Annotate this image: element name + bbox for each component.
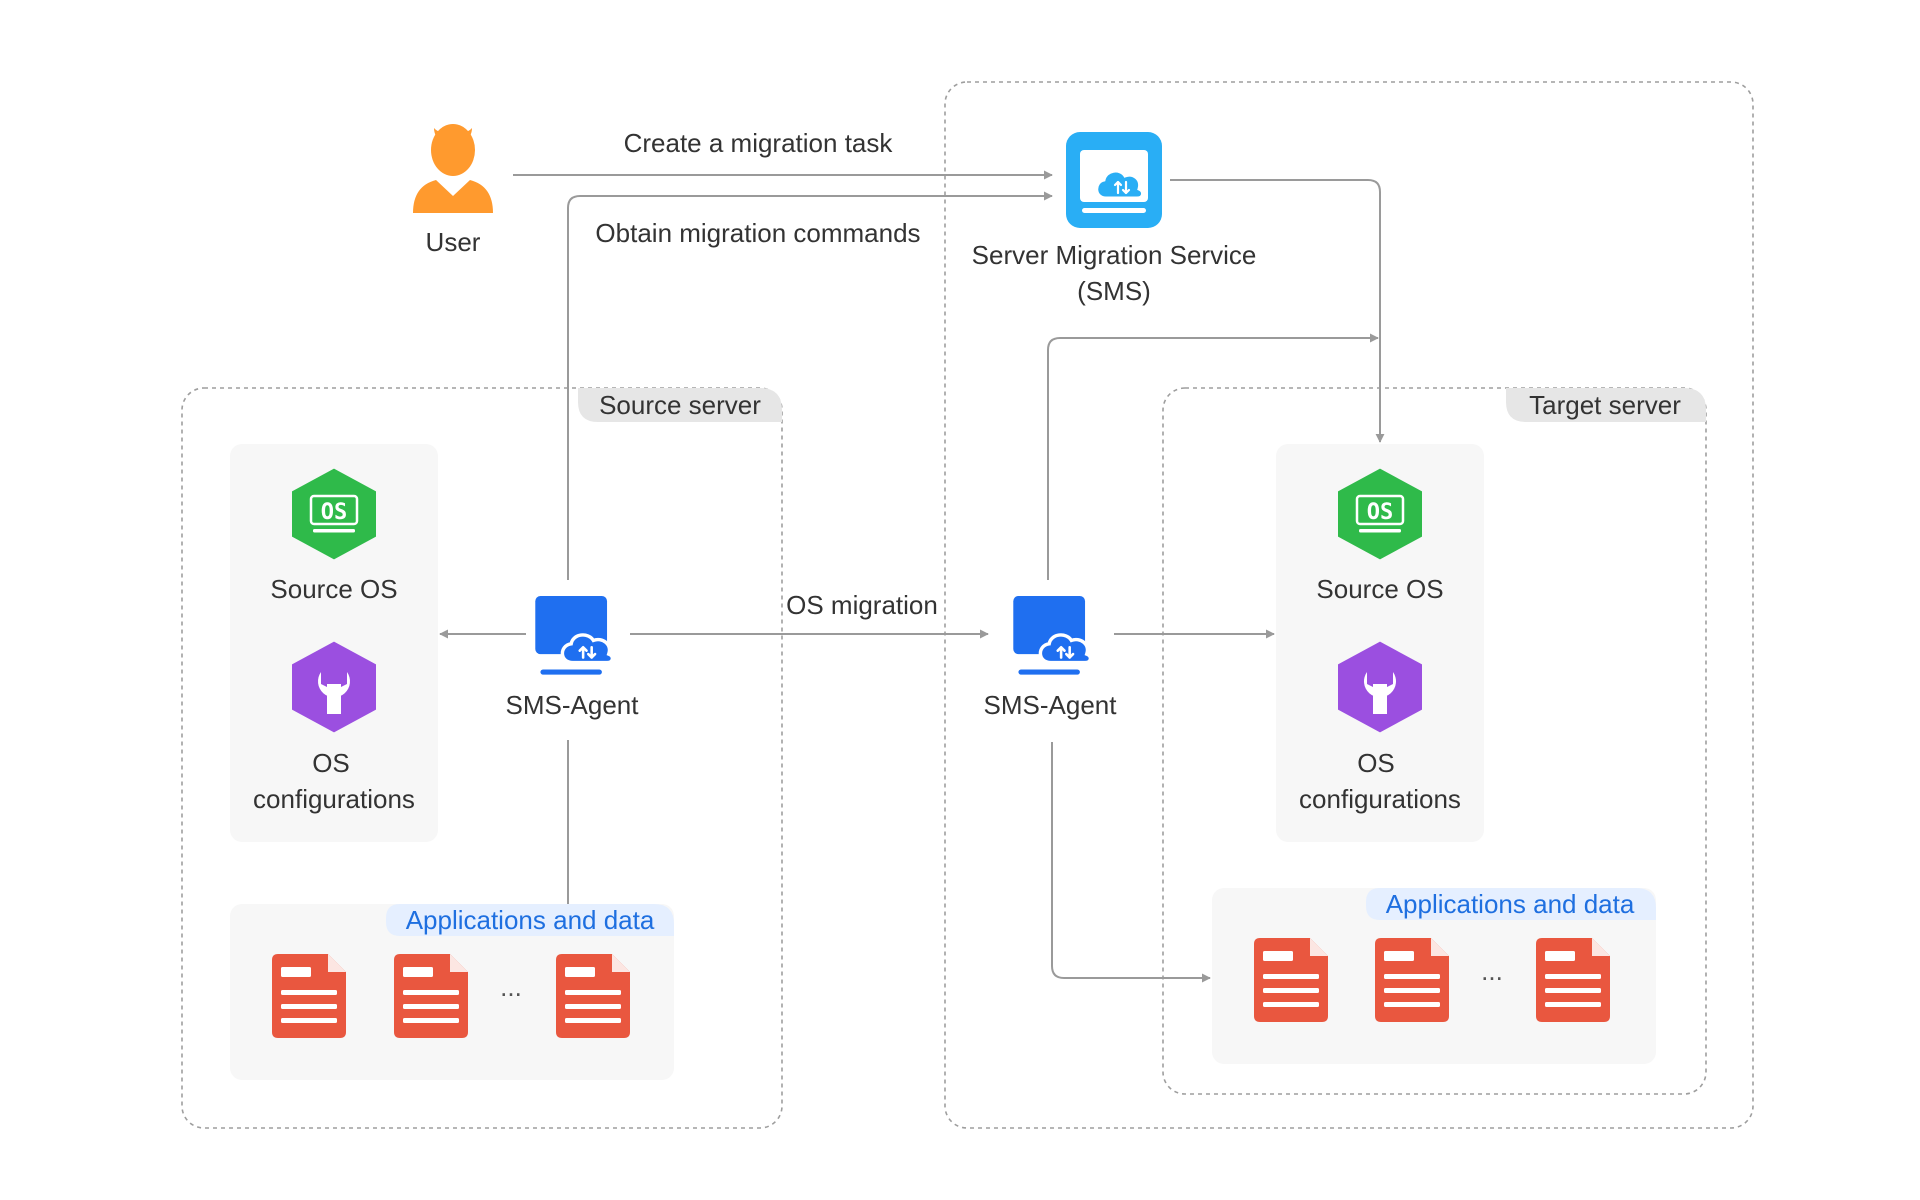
file-icon [394,954,468,1038]
os-icon: OS [292,468,376,560]
target-apps-group: Applications and data ... [1254,888,1656,1022]
edge-label-os-migration: OS migration [786,590,938,620]
source-apps-title: Applications and data [406,905,655,935]
file-icon [1536,938,1610,1022]
file-icon [272,954,346,1038]
svg-text:OS: OS [1367,500,1394,525]
file-icon [1375,938,1449,1022]
source-apps-ellipsis: ... [500,972,522,1002]
source-server-container: Source server [181,387,783,1129]
edge-target-agent-sms [1047,333,1379,580]
target-os-label: Source OS [1316,574,1443,604]
wrench-icon [1338,641,1422,733]
edge-obtain-commands [567,191,1053,580]
sms-node: Server Migration Service (SMS) [972,132,1257,306]
user-label: User [426,227,481,257]
target-apps-ellipsis: ... [1481,956,1503,986]
target-apps-tag [1366,888,1656,920]
edge-label-obtain-commands: Obtain migration commands [595,218,920,248]
target-config-label-line1: OS [1357,748,1395,778]
edge-sms-target [1170,179,1385,443]
target-server-container: Target server [1162,387,1707,1095]
target-apps-title: Applications and data [1386,889,1635,919]
source-apps-tag [386,904,674,936]
sms-label-line1: Server Migration Service [972,240,1257,270]
source-os-label: Source OS [270,574,397,604]
sms-service-icon [1066,132,1162,228]
svg-text:OS: OS [321,500,348,525]
wrench-icon [292,641,376,733]
user-icon [413,124,493,213]
cloud-region-container [944,81,1754,1129]
target-agent-label: SMS-Agent [984,690,1118,720]
user-node: User [413,124,493,257]
source-apps-group: Applications and data ... [272,904,674,1038]
target-server-title: Target server [1529,390,1681,420]
source-server-tag [578,388,782,422]
target-server-tag [1506,388,1706,422]
source-server-title: Source server [599,390,761,420]
source-os-item: OS Source OS [270,468,398,604]
target-os-item: OS Source OS [1316,468,1444,604]
sms-agent-icon [533,596,615,677]
sms-agent-icon [1011,596,1093,677]
edge-target-agent-apps [1051,742,1211,983]
source-config-label-line2: configurations [253,784,415,814]
source-agent-node: SMS-Agent [506,596,640,720]
connectors [439,170,1385,983]
edge-label-create-task: Create a migration task [624,128,894,158]
target-agent-node: SMS-Agent [984,596,1118,720]
source-config-item: OS configurations [253,641,415,814]
file-icon [1254,938,1328,1022]
target-config-item: OS configurations [1299,641,1461,814]
source-config-label-line1: OS [312,748,350,778]
sms-label-line2: (SMS) [1077,276,1151,306]
file-icon [556,954,630,1038]
os-icon: OS [1338,468,1422,560]
target-config-label-line2: configurations [1299,784,1461,814]
source-agent-label: SMS-Agent [506,690,640,720]
